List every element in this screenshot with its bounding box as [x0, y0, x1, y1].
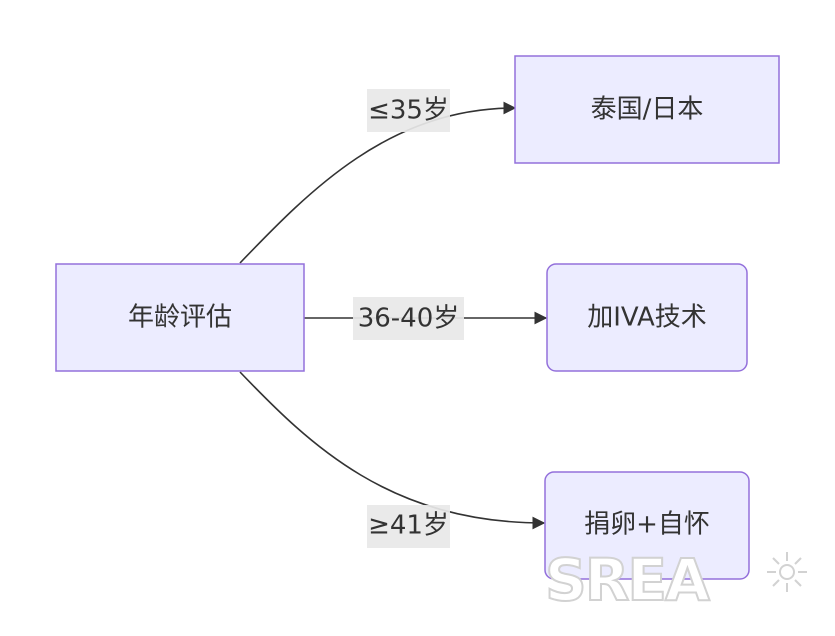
node-label: 捐卵+自怀	[584, 510, 710, 540]
edge-to-thailand-japan	[239, 101, 517, 264]
watermark-text: SREA	[545, 546, 710, 614]
edge-label-thailand-japan: ≤35岁	[367, 89, 450, 132]
node-donor-egg: 捐卵+自怀	[544, 471, 750, 580]
node-thailand-japan: 泰国/日本	[514, 55, 780, 164]
edge-label-text: ≤35岁	[368, 96, 449, 126]
edge-label-text: ≥41岁	[368, 511, 449, 541]
node-age-assessment: 年龄评估	[55, 263, 305, 372]
node-label: 泰国/日本	[591, 95, 704, 125]
edge-label-donor-egg: ≥41岁	[367, 505, 450, 548]
sun-logo-icon	[767, 552, 807, 592]
edge-to-donor-egg	[239, 371, 546, 530]
node-label: 年龄评估	[128, 303, 232, 333]
edge-label-text: 36-40岁	[358, 304, 460, 334]
node-iva-technique: 加IVA技术	[546, 263, 748, 372]
edge-label-iva: 36-40岁	[353, 297, 464, 340]
srea-watermark: SREA	[544, 545, 807, 615]
node-label: 加IVA技术	[587, 303, 707, 333]
